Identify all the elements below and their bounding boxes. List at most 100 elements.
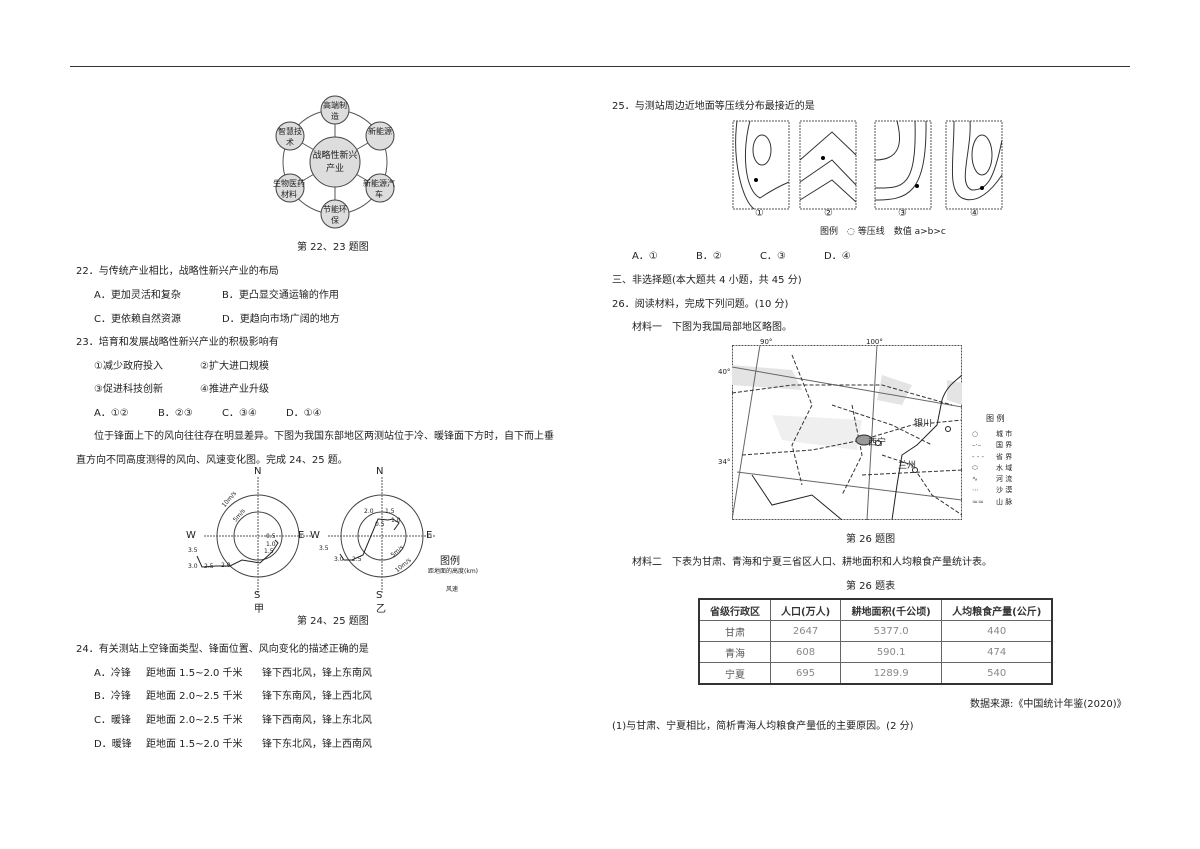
lon-label: 90°	[760, 338, 773, 346]
col-header: 人口(万人)	[769, 598, 842, 621]
compass-e: E	[298, 530, 305, 541]
legend-line: 风速	[446, 586, 459, 593]
q24-option-c[interactable]: C．暖锋距地面 2.0~2.5 千米锋下西南风，锋上东北风	[94, 715, 372, 726]
material-1: 材料一 下图为我国局部地区略图。	[632, 322, 792, 333]
height-label: 1.0	[266, 541, 276, 548]
station-jia: 甲	[254, 604, 264, 615]
q25-option-a[interactable]: A．①	[632, 251, 658, 262]
height-label: 3.0	[334, 556, 344, 563]
panel-label: ④	[970, 208, 979, 219]
q22-option-d[interactable]: D．更趋向市场广阔的地方	[222, 314, 340, 325]
passage: 直方向不同高度测得的风向、风速变化图。完成 24、25 题。	[76, 455, 348, 466]
height-label: 1.0	[391, 517, 401, 524]
lon-label: 100°	[866, 338, 883, 346]
q26-sub1: (1)与甘肃、宁夏相比，简析青海人均粮食产量低的主要原因。(2 分)	[612, 721, 914, 732]
map-legend: 城 市国 界省 界水 域河 流沙 漠山 脉	[996, 430, 1013, 506]
node: 节能环保	[323, 205, 347, 225]
node: 新能源汽车	[363, 179, 395, 199]
node: 智慧技术	[278, 127, 302, 147]
compass-s: S	[376, 590, 383, 601]
isobar-legend: 图例 ◌ 等压线 数值 a>b>c	[820, 227, 946, 237]
q22-stem: 22．与传统产业相比，战略性新兴产业的布局	[76, 266, 279, 277]
compass-w: W	[310, 530, 320, 541]
figure-caption: 第 24、25 题图	[297, 616, 369, 627]
height-label: 3.5	[319, 545, 329, 552]
lat-label: 40°	[718, 368, 731, 376]
cell: 540	[941, 662, 1053, 685]
figure-caption: 第 26 题图	[846, 534, 896, 545]
q24-option-b[interactable]: B．冷锋距地面 2.0~2.5 千米锋下东南风，锋上西北风	[94, 691, 372, 702]
wind-diagram	[196, 477, 436, 593]
q23-item: ①减少政府投入	[94, 361, 163, 372]
cell: 590.1	[840, 641, 943, 663]
q24-option-a[interactable]: A．冷锋距地面 1.5~2.0 千米锋下西北风，锋上东南风	[94, 668, 372, 679]
cell: 2647	[769, 620, 842, 642]
q24-stem: 24．有关测站上空锋面类型、锋面位置、风向变化的描述正确的是	[76, 644, 369, 655]
compass-w: W	[186, 530, 196, 541]
panel-label: ①	[755, 208, 764, 219]
node: 高端制造	[323, 101, 347, 121]
isobar-panels	[732, 120, 1003, 210]
cell: 440	[941, 620, 1053, 642]
node: 生物医药材料	[273, 179, 305, 199]
figure-caption: 第 22、23 题图	[297, 242, 369, 253]
station-yi: 乙	[376, 604, 386, 615]
q22-option-b[interactable]: B．更凸显交通运输的作用	[222, 290, 339, 301]
region-map	[732, 345, 962, 520]
compass-e: E	[426, 530, 433, 541]
q24-option-d[interactable]: D．暖锋距地面 1.5~2.0 千米锋下东北风，锋上西南风	[94, 739, 372, 750]
height-label: 3.0	[188, 563, 198, 570]
city-yinchuan: 银川	[914, 419, 933, 429]
cell: 1289.9	[840, 662, 943, 685]
compass-n: N	[376, 466, 384, 477]
q23-item: ③促进科技创新	[94, 384, 163, 395]
cell: 宁夏	[698, 662, 771, 685]
q23-option-c[interactable]: C．③④	[222, 408, 257, 419]
q26-stem: 26．阅读材料，完成下列问题。(10 分)	[612, 299, 789, 310]
legend-point: 距地面的高度(km)	[428, 568, 479, 575]
city-lanzhou: 兰州	[898, 461, 917, 471]
node: 新能源	[368, 127, 392, 136]
map-legend-title: 图 例	[986, 414, 1005, 423]
q23-stem: 23．培育和发展战略性新兴产业的积极影响有	[76, 337, 279, 348]
material-2: 材料二 下表为甘肃、青海和宁夏三省区人口、耕地面积和人均粮食产量统计表。	[632, 557, 992, 568]
panel-label: ③	[898, 208, 907, 219]
col-header: 省级行政区	[698, 598, 771, 621]
cell: 青海	[698, 641, 771, 663]
cell: 608	[769, 641, 842, 663]
legend-title: 图例	[440, 556, 460, 567]
q22-option-c[interactable]: C．更依赖自然资源	[94, 314, 181, 325]
height-label: 2.5	[352, 556, 362, 563]
height-label: 3.5	[188, 547, 198, 554]
q25-option-d[interactable]: D．④	[824, 251, 851, 262]
q23-option-d[interactable]: D．①④	[286, 408, 322, 419]
height-label: 2.0	[221, 562, 231, 569]
q23-item: ②扩大进口规模	[200, 361, 269, 372]
section-heading: 三、非选择题(本大题共 4 小题，共 45 分)	[612, 275, 802, 286]
city-xining: 西宁	[868, 438, 887, 448]
q25-stem: 25．与测站周边近地面等压线分布最接近的是	[612, 101, 815, 112]
data-source: 数据来源:《中国统计年鉴(2020)》	[970, 699, 1127, 710]
cell: 695	[769, 662, 842, 685]
q25-option-b[interactable]: B．②	[696, 251, 722, 262]
map-legend-symbols: ○–·–- - -⬭∿⋯≈≈	[972, 430, 985, 506]
q25-option-c[interactable]: C．③	[760, 251, 786, 262]
q22-option-a[interactable]: A．更加灵活和复杂	[94, 290, 181, 301]
q23-option-a[interactable]: A．①②	[94, 408, 129, 419]
height-label: 1.5	[264, 548, 274, 555]
header-rule	[70, 66, 1130, 67]
height-label: 2.0	[364, 508, 374, 515]
col-header: 耕地面积(千公顷)	[840, 598, 943, 621]
q23-option-b[interactable]: B．②③	[158, 408, 193, 419]
passage: 位于锋面上下的风向往往存在明显差异。下图为我国东部地区两测站位于冷、暖锋面下方时…	[94, 431, 554, 442]
lat-label: 34°	[718, 458, 731, 466]
cell: 甘肃	[698, 620, 771, 642]
center-node: 战略性新兴产业	[312, 151, 358, 174]
height-label: 2.5	[204, 563, 214, 570]
height-label: 0.5	[266, 533, 276, 540]
